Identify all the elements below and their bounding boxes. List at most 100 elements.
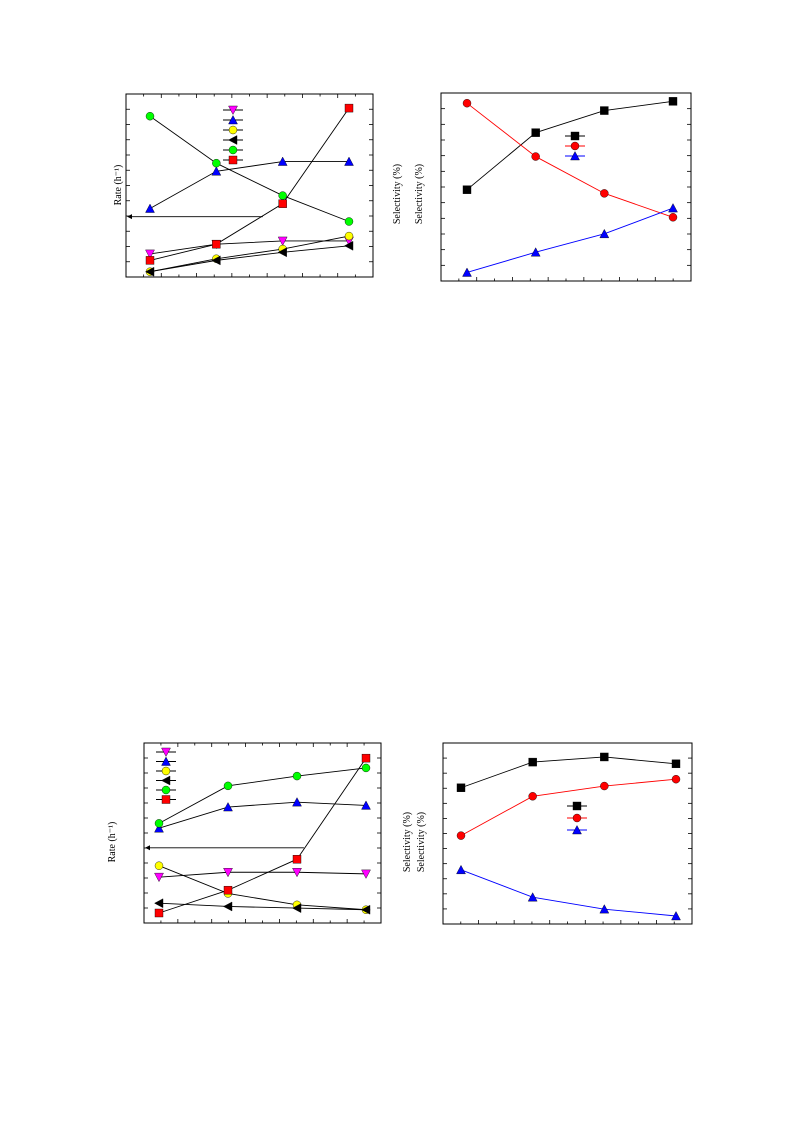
legend-marker [228, 135, 238, 145]
axis-arrow-head [127, 214, 132, 220]
legend-marker [228, 145, 238, 155]
data-point [668, 97, 678, 106]
data-point [212, 158, 221, 168]
data-point [154, 861, 164, 870]
data-point [211, 166, 222, 176]
data-point [344, 217, 354, 226]
legend-marker [228, 115, 238, 125]
data-point [211, 255, 221, 266]
series-line-3 [149, 245, 350, 273]
series-line-0 [149, 240, 349, 255]
legend-marker [161, 785, 171, 795]
data-point [154, 823, 164, 833]
data-point [531, 152, 540, 161]
data-point [599, 904, 610, 914]
data-point [456, 783, 466, 792]
series-line-1 [158, 801, 367, 829]
series-line-4 [158, 767, 367, 824]
data-point [292, 771, 302, 781]
legend-marker [228, 155, 238, 165]
selectivity-chart-top: Selectivity (%) Selectivity (%) [392, 92, 692, 282]
data-point [600, 106, 609, 115]
y-axis-label-secondary: Selectivity (%) [414, 164, 425, 224]
data-point [277, 156, 288, 166]
data-point [277, 247, 287, 258]
series-line-1 [149, 161, 349, 209]
data-point [600, 781, 609, 791]
data-point [223, 802, 233, 812]
data-point [212, 239, 221, 249]
legend-marker [161, 775, 171, 786]
data-point [223, 885, 233, 895]
data-point [154, 898, 164, 909]
data-point [361, 753, 371, 763]
data-point [344, 103, 354, 113]
series-line-4 [149, 115, 350, 222]
data-point [599, 228, 610, 239]
legend-marker [570, 131, 580, 141]
y-axis-label: Selectivity (%) [402, 812, 413, 872]
data-point [223, 901, 233, 912]
data-point [344, 231, 354, 241]
data-point [462, 267, 472, 277]
series-line-3 [158, 902, 367, 911]
series-line-0 [460, 756, 677, 789]
series-line-2 [149, 235, 350, 273]
data-point [462, 185, 472, 194]
data-point [668, 203, 678, 213]
data-point [154, 908, 164, 918]
rate-chart-bottom: Rate (h⁻¹) [107, 742, 382, 924]
data-point [600, 752, 609, 762]
data-point [278, 199, 287, 208]
plot-frame [440, 92, 692, 282]
selectivity-chart-bottom: Selectivity (%) Selectivity (%) [402, 742, 693, 925]
data-point [671, 911, 681, 921]
data-point [344, 156, 354, 166]
data-point [456, 864, 466, 875]
data-point [600, 189, 609, 198]
data-point [277, 236, 288, 246]
series-line-5 [158, 757, 367, 914]
y-axis-label-secondary: Selectivity (%) [416, 812, 427, 872]
data-point [527, 892, 538, 902]
legend-marker [572, 801, 582, 811]
data-point [154, 872, 164, 883]
data-point [292, 855, 302, 864]
data-point [462, 98, 472, 108]
series-line-0 [158, 871, 367, 878]
legend-marker [570, 151, 580, 161]
data-point [292, 797, 302, 807]
data-point [361, 869, 371, 879]
data-point [668, 213, 678, 222]
series-line-2 [158, 865, 367, 911]
series-line-1 [460, 778, 677, 837]
axis-arrow-head [145, 845, 150, 851]
y-axis-label: Rate (h⁻¹) [113, 165, 124, 206]
y-axis-label: Selectivity (%) [392, 164, 403, 224]
data-point [145, 266, 155, 277]
plot-frame [125, 93, 374, 278]
rate-chart-top: Rate (h⁻¹) [113, 93, 374, 278]
y-axis-label: Rate (h⁻¹) [107, 822, 118, 863]
legend-marker [161, 756, 171, 766]
data-point [361, 763, 371, 773]
data-point [528, 792, 537, 801]
data-point [223, 781, 233, 791]
legend-marker [161, 795, 171, 804]
data-point [456, 831, 466, 840]
data-point [671, 759, 681, 769]
data-point [361, 904, 371, 915]
data-point [145, 203, 155, 213]
legend-marker [570, 141, 580, 151]
series-line-2 [466, 207, 674, 273]
data-point [671, 775, 681, 784]
data-point [278, 191, 287, 200]
data-point [292, 903, 302, 913]
plot-frame [442, 742, 693, 925]
data-point [530, 247, 541, 257]
series-line-5 [149, 107, 350, 261]
series-line-1 [466, 102, 674, 218]
legend-marker [228, 105, 238, 115]
data-point [145, 111, 155, 121]
